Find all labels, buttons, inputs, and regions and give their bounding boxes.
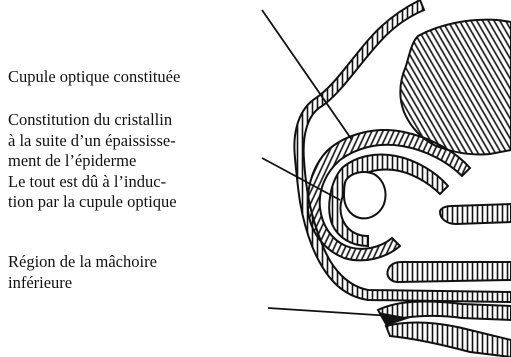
neural-tissue [400, 20, 511, 155]
lower-jaw-lower [386, 323, 511, 357]
mesenchyme-band-2 [387, 262, 511, 282]
leader-line-jaw [268, 308, 392, 316]
lens-placode [344, 172, 386, 218]
mesenchyme-band [440, 204, 511, 224]
